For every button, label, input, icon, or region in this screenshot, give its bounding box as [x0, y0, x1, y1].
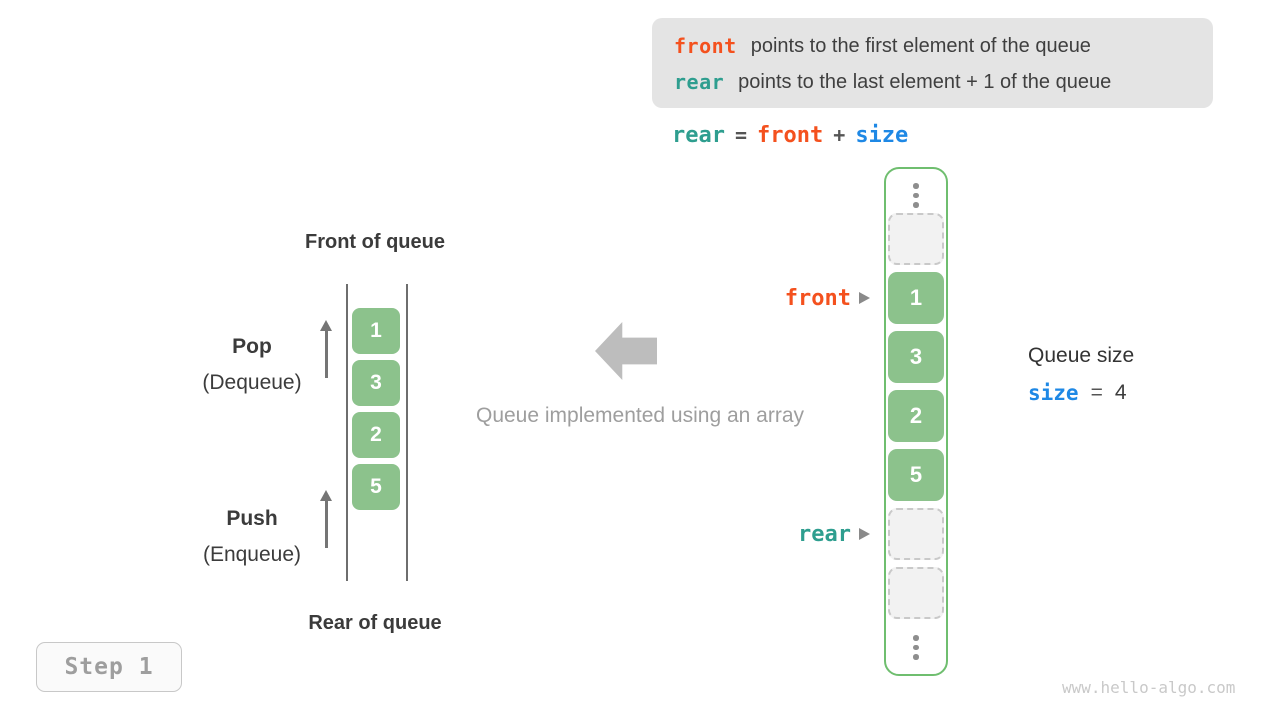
array-cell: 3	[888, 331, 944, 383]
front-of-queue-label: Front of queue	[305, 231, 445, 253]
formula-front: front	[757, 122, 824, 148]
queue-size-title: Queue size	[1028, 344, 1135, 367]
push-text: Push	[226, 507, 278, 530]
rear-formula: rear = front + size	[672, 121, 908, 149]
rear-explanation: rear points to the last element + 1 of t…	[674, 64, 1213, 100]
front-explanation: front points to the first element of the…	[674, 28, 1213, 64]
queue-cell: 3	[352, 360, 400, 406]
size-variable: size	[1028, 381, 1079, 405]
enqueue-label: (Enqueue)	[202, 543, 302, 566]
push-label: Push	[172, 507, 332, 531]
ellipsis-bottom-icon	[886, 635, 946, 660]
array-cell: 1	[888, 272, 944, 324]
queue-cell: 5	[352, 464, 400, 510]
front-pointer-label: front	[784, 285, 851, 311]
ellipsis-top-icon	[886, 183, 946, 208]
array-cell-empty	[888, 567, 944, 619]
rear-pointer-label: rear	[798, 521, 851, 547]
pop-label: Pop	[172, 335, 332, 359]
rear-keyword: rear	[674, 70, 725, 94]
queue-channel-left-line	[346, 284, 348, 581]
array-cell: 5	[888, 449, 944, 501]
size-number: 4	[1114, 381, 1127, 404]
front-pointer: front	[760, 283, 870, 313]
dequeue-label: (Dequeue)	[202, 371, 302, 394]
push-direction-arrow-icon	[325, 500, 328, 548]
rear-pointer: rear	[760, 519, 870, 549]
formula-size: size	[855, 122, 909, 148]
queue-channel-right-line	[406, 284, 408, 581]
right-arrowhead-icon	[859, 528, 870, 540]
formula-rear: rear	[672, 122, 725, 148]
figure-caption: Queue implemented using an array	[475, 404, 805, 427]
queue-cell: 1	[352, 308, 400, 354]
array-cell: 2	[888, 390, 944, 442]
formula-plus: +	[833, 123, 846, 147]
step-badge: Step 1	[36, 642, 182, 692]
queue-cell: 2	[352, 412, 400, 458]
right-arrowhead-icon	[859, 292, 870, 304]
pop-text: Pop	[232, 335, 272, 358]
left-block-arrow-icon	[595, 322, 657, 380]
pointer-explanation-box: front points to the first element of the…	[652, 18, 1213, 108]
queue-size-value: size = 4	[1028, 380, 1127, 406]
front-explanation-text: points to the first element of the queue	[750, 34, 1091, 57]
size-equals: =	[1090, 381, 1103, 404]
array-cell-empty	[888, 213, 944, 265]
array-cell-empty	[888, 508, 944, 560]
watermark: www.hello-algo.com	[1062, 678, 1236, 697]
pop-direction-arrow-icon	[325, 330, 328, 378]
array-container: 1 3 2 5	[884, 167, 948, 676]
formula-equals: =	[734, 123, 748, 147]
rear-of-queue-label: Rear of queue	[308, 612, 442, 634]
rear-explanation-text: points to the last element + 1 of the qu…	[738, 70, 1112, 93]
front-keyword: front	[674, 34, 737, 58]
